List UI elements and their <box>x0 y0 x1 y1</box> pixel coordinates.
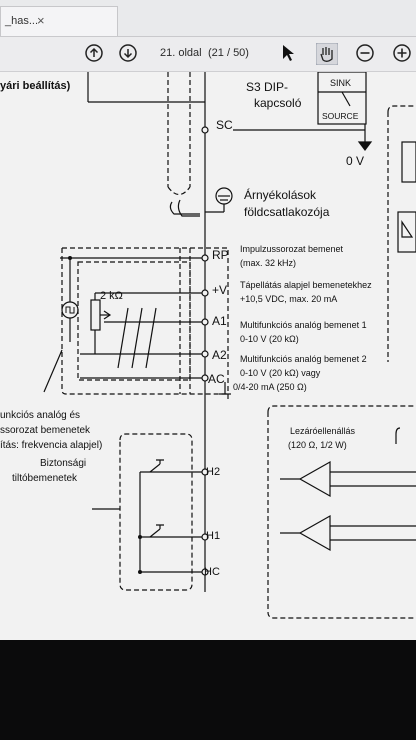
rp-description-line1: Impulzussorozat bemenet <box>240 244 344 254</box>
v-description-line2: +10,5 VDC, max. 20 mA <box>240 294 338 304</box>
left-note-line1: unkciós analóg és <box>0 410 81 421</box>
select-pointer-icon[interactable] <box>279 43 297 63</box>
left-note-line3: ítás: frekvencia alapjel) <box>0 440 103 451</box>
shield-ground-label-line1: Árnyékolások <box>244 188 317 202</box>
page-counter: (21 / 50) <box>208 47 249 59</box>
rp-terminal-label: RP <box>212 248 229 262</box>
resistor-value-label: 2 kΩ <box>100 290 123 302</box>
h1-terminal-label: H1 <box>206 530 221 542</box>
a2-description-line3: 0/4-20 mA (250 Ω) <box>233 382 307 392</box>
a1-description-line2: 0-10 V (20 kΩ) <box>240 334 299 344</box>
tab-bar: _has... × <box>0 0 416 37</box>
rp-description-line2: (max. 32 kHz) <box>240 258 297 268</box>
zoom-in-icon[interactable] <box>392 43 412 63</box>
shield-ground-label-line2: földcsatlakozója <box>244 205 330 219</box>
a1-description-line1: Multifunkciós analóg bemenet 1 <box>240 320 367 330</box>
top-left-note: yári beállítás) <box>0 80 71 92</box>
v-terminal-label: +V <box>212 283 228 297</box>
tab-title: _has... <box>5 15 39 27</box>
termination-resistor-line1: Lezáróellenállás <box>290 426 356 436</box>
a2-description-line1: Multifunkciós analóg bemenet 2 <box>240 354 367 364</box>
wiring-diagram <box>43 72 416 619</box>
sink-label: SINK <box>330 78 352 88</box>
a1-terminal-label: A1 <box>212 314 227 328</box>
a2-terminal-label: A2 <box>212 348 227 362</box>
page-number-field[interactable]: 21. oldal <box>160 47 202 59</box>
hc-terminal-label: HC <box>204 566 220 578</box>
s3-switch-title-line1: S3 DIP- <box>246 80 289 94</box>
s3-switch-title-line2: kapcsoló <box>254 96 302 110</box>
document-tab[interactable]: _has... × <box>0 6 118 36</box>
previous-page-icon[interactable] <box>84 43 104 63</box>
tab-close-icon[interactable]: × <box>37 13 45 28</box>
document-page[interactable]: yári beállítás) S3 DIP- kapcsoló SINK SO… <box>0 72 416 640</box>
a2-description-line2: 0-10 V (20 kΩ) vagy <box>240 368 321 378</box>
safety-label-line1: Biztonsági <box>40 458 87 469</box>
viewer-toolbar: 21. oldal (21 / 50) <box>0 37 416 72</box>
hand-tool-icon[interactable] <box>316 43 338 65</box>
h2-terminal-label: H2 <box>206 466 221 478</box>
next-page-icon[interactable] <box>118 43 138 63</box>
safety-label-line2: tiltóbemenetek <box>12 473 78 484</box>
left-note-line2: ssorozat bemenetek <box>0 425 91 436</box>
ac-terminal-label: AC <box>208 372 225 386</box>
zoom-out-icon[interactable] <box>355 43 375 63</box>
pdf-viewer-window: _has... × 21. oldal (21 / 50) <box>0 0 416 640</box>
zero-v-label: 0 V <box>346 154 365 168</box>
v-description-line1: Tápellátás alapjel bemenetekhez <box>240 280 372 290</box>
source-label: SOURCE <box>322 111 359 121</box>
termination-resistor-line2: (120 Ω, 1/2 W) <box>288 440 347 450</box>
sc-terminal-label: SC <box>216 118 233 132</box>
